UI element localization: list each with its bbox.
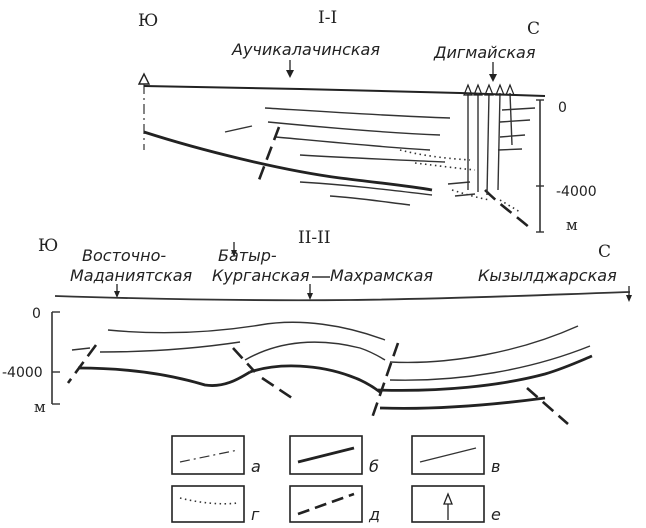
- section-2-fault-1: [66, 344, 98, 384]
- section-2-ground-surface: [54, 291, 631, 302]
- section-2-horizon-1: [107, 321, 386, 341]
- section-1-fault-left: [257, 126, 281, 181]
- section-1-arrowhead-auchikalachinskaya: [286, 70, 294, 78]
- legend-label-d: д: [368, 505, 380, 524]
- section-2-horizon-3: [389, 325, 579, 364]
- section-2-fault-2: [232, 347, 296, 402]
- section-2-structure-vostochno-line2: Маданиятская: [70, 266, 193, 285]
- section-1-depth-unit: м: [566, 216, 578, 234]
- section-2-horizon-2-right: [244, 341, 386, 361]
- legend-label-a: а: [251, 457, 261, 476]
- section-1-horizon-right-2: [499, 119, 531, 123]
- section-1-horizon-4: [299, 154, 446, 163]
- legend-box-d: [289, 485, 363, 523]
- legend-symbol-d: [297, 492, 355, 516]
- section-1-depth-label-4000: -4000: [556, 184, 597, 200]
- legend-symbol-b: [297, 446, 355, 464]
- section-1-horizon-5: [299, 181, 433, 196]
- section-2-structure-vostochno-line1: Восточно-: [82, 246, 166, 265]
- section-1-dotted-surface-2: [414, 162, 476, 171]
- section-1-horizon-right-3: [499, 134, 526, 138]
- section-1-horizon-6: [329, 195, 411, 206]
- section-1-structure-auchikalachinskaya: Аучикалачинская: [231, 40, 380, 59]
- section-2-horizon-2-left: [99, 341, 241, 353]
- section-1-well-5: [509, 92, 513, 146]
- section-1-arrowhead-digmayskaya: [489, 74, 497, 82]
- legend-box-a: [171, 435, 245, 475]
- legend-label-e: е: [491, 505, 501, 524]
- section-1-well-4: [497, 92, 501, 191]
- section-1-well-3: [486, 92, 490, 196]
- section-1-well-2-arrow-icon: [473, 83, 483, 96]
- section-2-south-label: Ю: [38, 236, 58, 256]
- section-2-depth-label-4000: -4000: [2, 365, 43, 381]
- legend-box-v: [411, 435, 485, 475]
- section-2-fault-3: [370, 342, 400, 419]
- section-2-arrowhead-kyzyldzharskaya: [626, 295, 632, 302]
- section-2-horizon-4: [389, 345, 591, 381]
- legend: а б в г д е: [171, 435, 501, 524]
- section-1-wells: [463, 83, 515, 196]
- legend-box-g: [171, 485, 245, 523]
- legend-symbol-v: [419, 447, 477, 463]
- section-1-horizon-1: [264, 107, 451, 119]
- legend-box-b: [289, 435, 363, 475]
- section-2-basement-middle: [249, 364, 381, 394]
- legend-symbol-g: [179, 497, 239, 505]
- section-1-well-triangle: [137, 72, 151, 85]
- section-2-arrowhead-makhramskaya: [307, 293, 313, 300]
- section-1-north-label: С: [527, 19, 540, 39]
- section-1-depth-label-0: 0: [558, 100, 567, 116]
- well-arrow-icon: [443, 492, 453, 520]
- section-2-basement-right: [377, 354, 593, 392]
- section-1-well-4-arrow-icon: [495, 83, 505, 96]
- section-1-well-3-arrow-icon: [484, 83, 494, 96]
- section-1-well-1-arrow-icon: [463, 83, 473, 96]
- section-1-dotted-surface-1: [399, 149, 471, 161]
- section-1-title: I-I: [318, 8, 337, 28]
- section-2: Ю II-II С Восточно- Маданиятская Батыр- …: [2, 228, 632, 425]
- section-1-horizon-right-1: [501, 107, 536, 111]
- section-2-north-label: С: [598, 242, 611, 262]
- legend-symbol-a: [179, 449, 239, 463]
- section-2-structure-batyr-line2: Курганская: [212, 266, 310, 285]
- section-2-structure-batyr-line1: Батыр-: [218, 246, 277, 265]
- legend-label-g: г: [251, 505, 260, 524]
- section-2-fault-4: [526, 387, 569, 425]
- section-2-structure-makhramskaya: Махрамская: [330, 266, 433, 285]
- section-1-structure-digmayskaya: Дигмайская: [433, 43, 536, 62]
- section-2-depth-label-0: 0: [32, 306, 41, 322]
- section-1-horizon-segment-left: [224, 125, 253, 133]
- section-2-depth-unit: м: [34, 398, 46, 416]
- section-1-well-5-arrow-icon: [505, 83, 515, 96]
- section-1-horizon-2: [267, 121, 441, 136]
- section-1-dotted-surface-3: [451, 189, 491, 201]
- section-1-horizon-3: [275, 136, 431, 151]
- section-1-horizon-segment-7: [447, 181, 471, 185]
- section-1: Ю I-I С Аучикалачинская Дигмайская: [137, 8, 597, 234]
- section-2-structure-kyzyldzharskaya: Кызылджарская: [478, 266, 617, 285]
- section-2-arrowhead-batyr: [231, 250, 237, 257]
- section-1-horizon-right-4: [497, 148, 523, 151]
- legend-label-b: б: [369, 457, 379, 476]
- section-2-horizon-left-stub: [71, 347, 91, 351]
- section-2-title: II-II: [298, 228, 331, 248]
- section-1-fault-right-lower: [484, 189, 531, 229]
- section-1-south-label: Ю: [138, 11, 158, 31]
- section-2-basement-left: [77, 366, 251, 387]
- section-1-basement-surface: [143, 130, 433, 192]
- legend-box-e: [411, 485, 485, 523]
- legend-label-v: в: [491, 457, 500, 476]
- section-2-basement-lower: [379, 396, 546, 410]
- section-1-horizon-segment-8: [454, 193, 476, 197]
- section-2-arrowhead-vostochno: [114, 291, 120, 298]
